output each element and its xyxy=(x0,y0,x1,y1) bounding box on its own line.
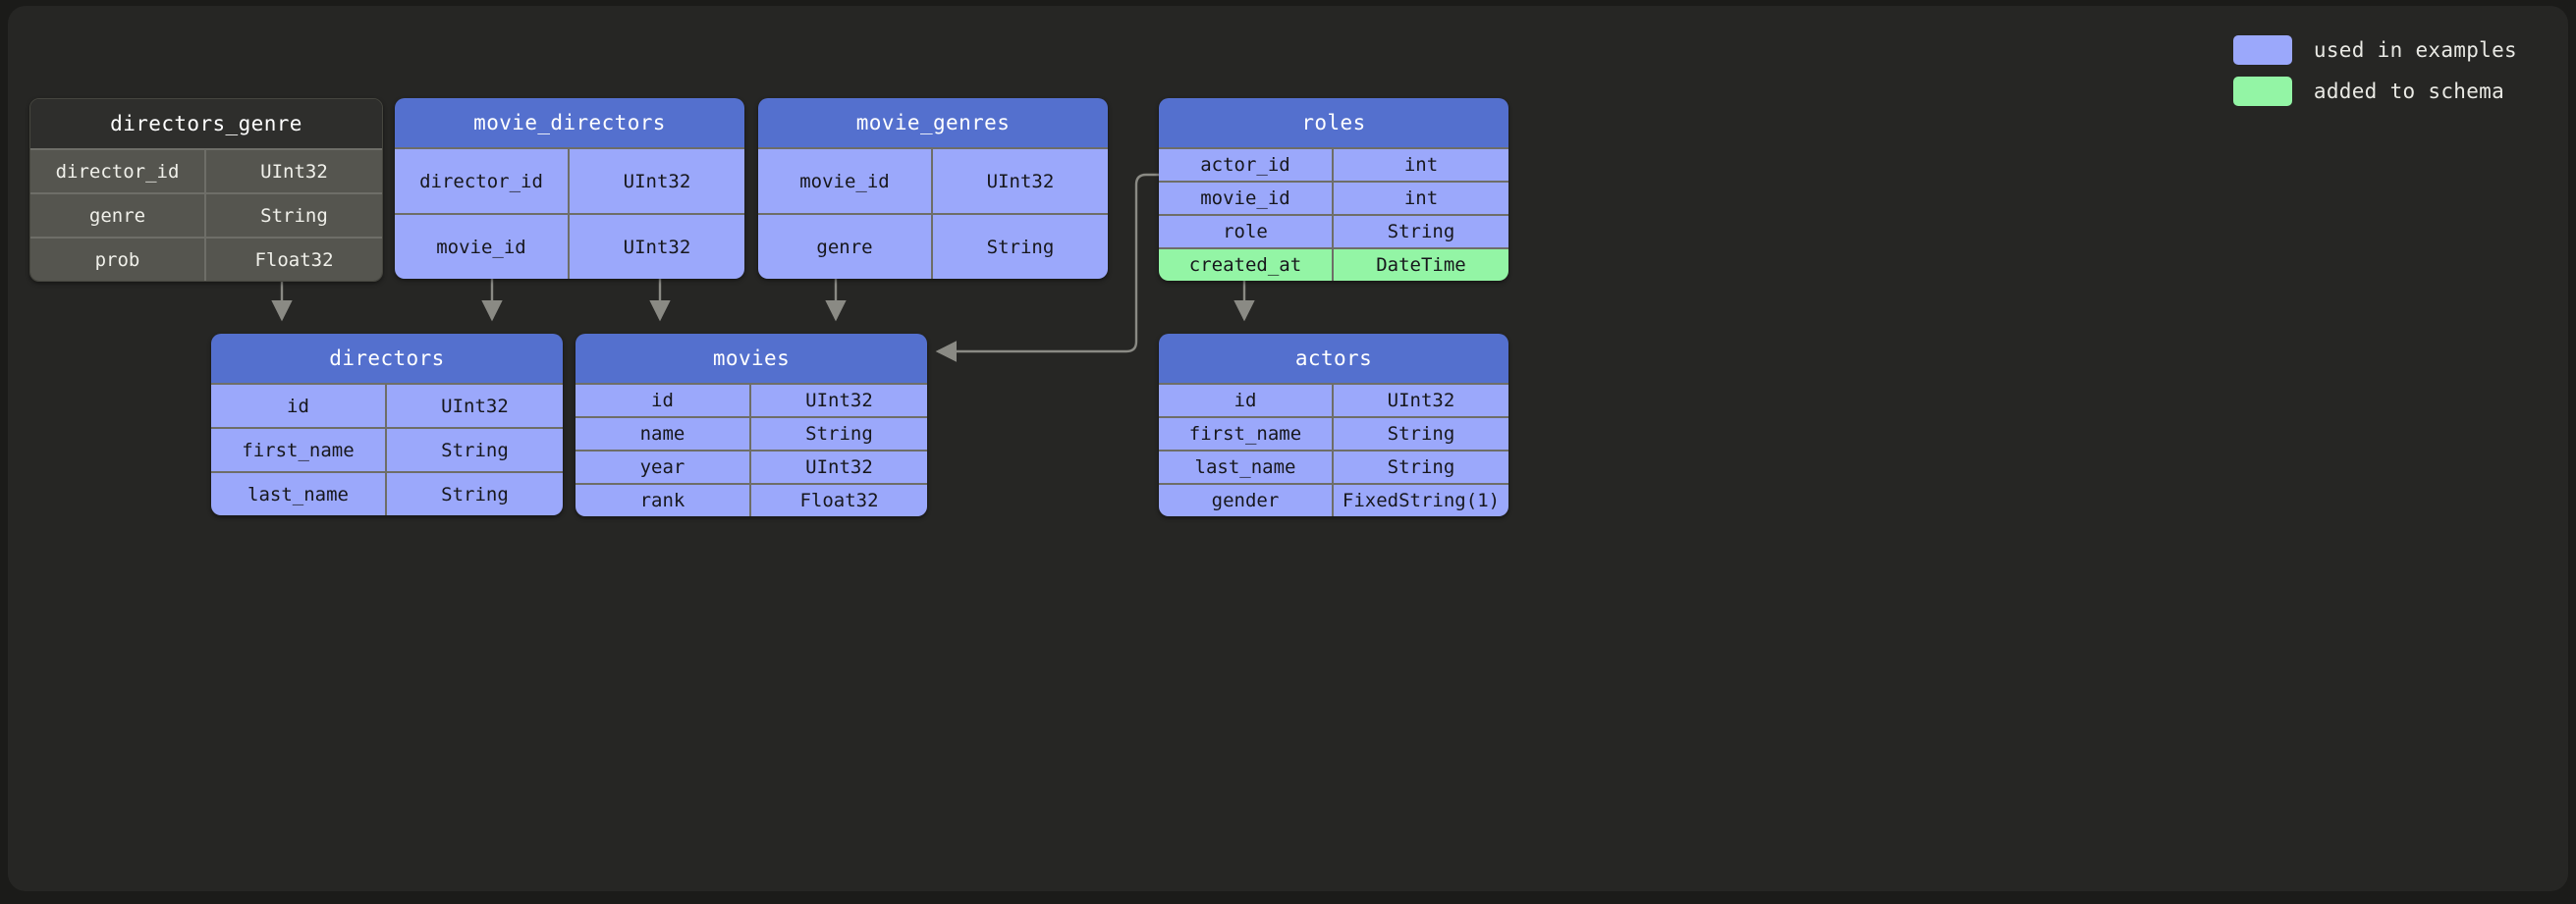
column-name-last_name: last_name xyxy=(211,473,387,515)
column-type-last_name: String xyxy=(1387,456,1455,478)
entity-title-actors: actors xyxy=(1159,334,1508,383)
column-name-movie_id: movie_id xyxy=(395,215,570,279)
column-type-name: String xyxy=(805,423,873,445)
column-type-id: UInt32 xyxy=(1387,390,1455,411)
column-row-first_name[interactable]: first_name String xyxy=(211,427,563,471)
column-row-first_name[interactable]: first_name String xyxy=(1159,416,1508,450)
column-row-id[interactable]: id UInt32 xyxy=(211,383,563,427)
column-name-director_id: director_id xyxy=(395,149,570,213)
column-type-prob: Float32 xyxy=(254,248,334,271)
column-type-director_id: UInt32 xyxy=(623,170,691,192)
legend-item-used-in-examples: used in examples xyxy=(2232,35,2517,65)
column-type-gender: FixedString(1) xyxy=(1342,490,1501,511)
entity-title-movie_genres: movie_genres xyxy=(758,98,1108,147)
column-type-actor_id: int xyxy=(1403,154,1439,176)
column-name-rank: rank xyxy=(575,485,751,516)
column-name-role: role xyxy=(1159,216,1334,247)
column-type-role: String xyxy=(1387,221,1455,242)
column-type-id: UInt32 xyxy=(805,390,873,411)
column-row-role[interactable]: role String xyxy=(1159,214,1508,247)
column-type-genre: String xyxy=(986,236,1055,258)
column-type-first_name: String xyxy=(1387,423,1455,445)
column-type-rank: Float32 xyxy=(799,490,879,511)
column-name-genre: genre xyxy=(758,215,933,279)
column-row-created_at[interactable]: created_at DateTime xyxy=(1159,247,1508,281)
column-row-movie_id[interactable]: movie_id UInt32 xyxy=(395,213,744,279)
column-name-movie_id: movie_id xyxy=(758,149,933,213)
column-row-movie_id[interactable]: movie_id UInt32 xyxy=(758,147,1108,213)
column-type-genre: String xyxy=(260,204,328,227)
entity-title-roles: roles xyxy=(1159,98,1508,147)
entity-title-directors: directors xyxy=(211,334,563,383)
entity-title-movie_directors: movie_directors xyxy=(395,98,744,147)
column-row-director_id[interactable]: director_id UInt32 xyxy=(395,147,744,213)
entity-title-movies: movies xyxy=(575,334,927,383)
column-type-year: UInt32 xyxy=(805,456,873,478)
legend-item-added-to-schema: added to schema xyxy=(2232,77,2517,106)
column-type-created_at: DateTime xyxy=(1376,254,1466,276)
column-row-movie_id[interactable]: movie_id int xyxy=(1159,181,1508,214)
column-name-first_name: first_name xyxy=(211,429,387,471)
legend: used in examples added to schema xyxy=(2232,35,2517,106)
column-type-last_name: String xyxy=(441,483,509,505)
column-row-id[interactable]: id UInt32 xyxy=(1159,383,1508,416)
column-row-id[interactable]: id UInt32 xyxy=(575,383,927,416)
column-name-id: id xyxy=(1159,385,1334,416)
legend-label-used-in-examples: used in examples xyxy=(2313,38,2517,62)
entity-title-directors_genre: directors_genre xyxy=(30,99,382,148)
column-name-created_at: created_at xyxy=(1159,249,1334,281)
column-type-movie_id: int xyxy=(1403,187,1439,209)
column-row-actor_id[interactable]: actor_id int xyxy=(1159,147,1508,181)
column-name-gender: gender xyxy=(1159,485,1334,516)
column-name-name: name xyxy=(575,418,751,450)
column-name-prob: prob xyxy=(30,239,206,281)
column-name-director_id: director_id xyxy=(30,150,206,192)
column-type-director_id: UInt32 xyxy=(260,160,328,183)
column-type-first_name: String xyxy=(441,439,509,461)
column-row-genre[interactable]: genre String xyxy=(758,213,1108,279)
legend-label-added-to-schema: added to schema xyxy=(2313,80,2505,103)
column-type-id: UInt32 xyxy=(441,395,509,417)
column-row-director_id[interactable]: director_id UInt32 xyxy=(30,148,382,192)
column-row-prob[interactable]: prob Float32 xyxy=(30,237,382,281)
column-row-name[interactable]: name String xyxy=(575,416,927,450)
column-row-last_name[interactable]: last_name String xyxy=(1159,450,1508,483)
column-name-year: year xyxy=(575,452,751,483)
column-name-first_name: first_name xyxy=(1159,418,1334,450)
column-row-rank[interactable]: rank Float32 xyxy=(575,483,927,516)
column-type-movie_id: UInt32 xyxy=(623,236,691,258)
column-name-genre: genre xyxy=(30,194,206,237)
column-name-movie_id: movie_id xyxy=(1159,183,1334,214)
column-name-last_name: last_name xyxy=(1159,452,1334,483)
column-row-gender[interactable]: gender FixedString(1) xyxy=(1159,483,1508,516)
column-row-year[interactable]: year UInt32 xyxy=(575,450,927,483)
column-row-genre[interactable]: genre String xyxy=(30,192,382,237)
column-name-id: id xyxy=(211,385,387,427)
column-row-last_name[interactable]: last_name String xyxy=(211,471,563,515)
column-type-movie_id: UInt32 xyxy=(986,170,1055,192)
legend-swatch-added-to-schema xyxy=(2232,77,2292,106)
column-name-actor_id: actor_id xyxy=(1159,149,1334,181)
column-name-id: id xyxy=(575,385,751,416)
legend-swatch-used-in-examples xyxy=(2232,35,2292,65)
